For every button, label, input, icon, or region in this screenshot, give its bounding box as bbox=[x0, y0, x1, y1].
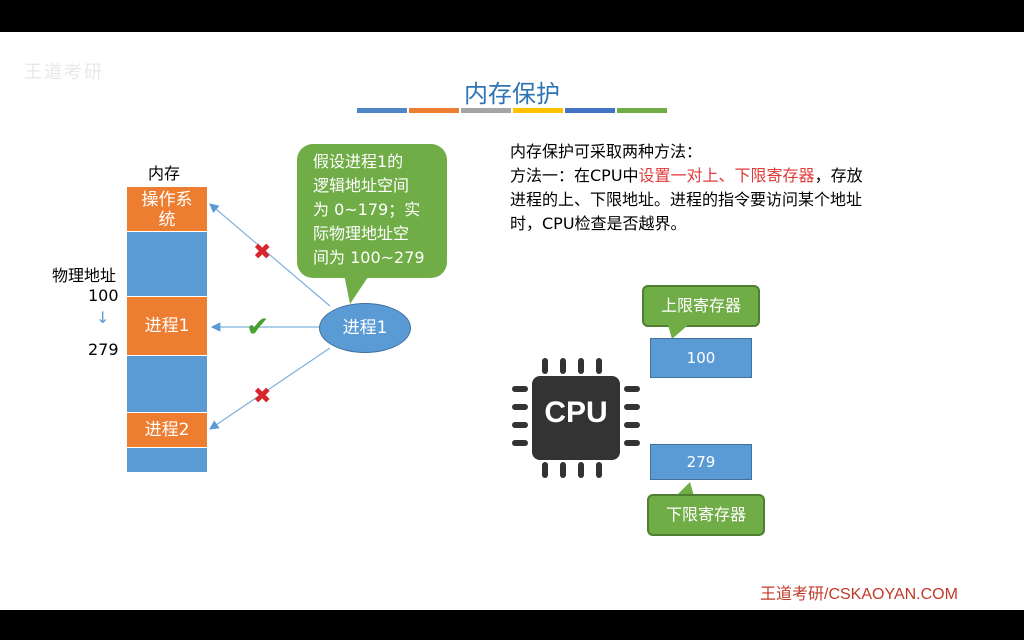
memory-column: 操作系 统 进程1 进程2 bbox=[127, 186, 207, 472]
memory-segment-free-1 bbox=[127, 232, 207, 296]
memory-label: 内存 bbox=[148, 164, 181, 183]
cpu-label: CPU bbox=[544, 396, 608, 429]
description-highlight: 设置一对上、下限寄存器 bbox=[638, 166, 815, 185]
arrow-to-os bbox=[209, 203, 331, 307]
allow-icon: ✔ bbox=[246, 310, 270, 343]
title-bar-segment bbox=[357, 108, 407, 113]
lower-register-tail bbox=[676, 482, 694, 496]
upper-register-tail bbox=[668, 325, 688, 339]
description-line-2-prefix: 方法一：在CPU中 bbox=[510, 166, 639, 185]
title-bar-segment bbox=[461, 108, 511, 113]
physical-address-arrow-icon: ↓ bbox=[96, 308, 110, 327]
memory-segment-process1: 进程1 bbox=[127, 296, 207, 356]
description-line-2: 方法一：在CPU中设置一对上、下限寄存器，存放 bbox=[510, 164, 950, 188]
cpu-chip-icon bbox=[512, 358, 640, 478]
memory-segment-os-line1: 操作系 bbox=[141, 190, 193, 210]
callout-line: 假设进程1的 bbox=[313, 152, 404, 171]
slide: 王道考研 内存保护 内存 操作系 统 进程1 进程2 物理地址 100 ↓ 27… bbox=[0, 32, 1024, 610]
watermark: 王道考研 bbox=[24, 62, 104, 83]
access-arrows bbox=[209, 203, 331, 430]
title-bar-segment bbox=[409, 108, 459, 113]
title-bar-segment bbox=[513, 108, 563, 113]
physical-address-label: 物理地址 bbox=[52, 266, 117, 285]
memory-segment-os-line2: 统 bbox=[158, 210, 176, 230]
deny-icon-top: ✖ bbox=[253, 240, 272, 265]
upper-register-value: 100 bbox=[650, 338, 752, 378]
title-bar-segment bbox=[617, 108, 667, 113]
callout-line: 为 0~179；实 bbox=[313, 200, 421, 219]
callout-line: 间为 100~279 bbox=[313, 248, 425, 267]
description-line-4: 时，CPU检查是否越界。 bbox=[510, 214, 687, 233]
memory-segment-process2: 进程2 bbox=[127, 412, 207, 448]
description-line-3: 进程的上、下限地址。进程的指令要访问某个地址 bbox=[510, 190, 863, 209]
physical-address-end: 279 bbox=[88, 340, 119, 359]
memory-segment-free-3 bbox=[127, 448, 207, 472]
description-line-2-suffix: ，存放 bbox=[814, 166, 863, 185]
physical-address-start: 100 bbox=[88, 286, 119, 305]
callout-line: 际物理地址空 bbox=[313, 224, 410, 243]
process-node: 进程1 bbox=[319, 303, 411, 353]
title-bar-segment bbox=[565, 108, 615, 113]
callout-tail bbox=[344, 274, 370, 304]
footer-brand: 王道考研/CSKAOYAN.COM bbox=[760, 586, 958, 603]
arrow-to-process2 bbox=[209, 347, 331, 430]
deny-icon-bottom: ✖ bbox=[253, 384, 272, 409]
description: 内存保护可采取两种方法： 方法一：在CPU中设置一对上、下限寄存器，存放 进程的… bbox=[510, 140, 950, 236]
process-node-label: 进程1 bbox=[342, 318, 388, 338]
callout-line: 逻辑地址空间 bbox=[313, 176, 410, 195]
upper-register-label: 上限寄存器 bbox=[642, 285, 760, 327]
memory-segment-free-2 bbox=[127, 356, 207, 412]
callout-bubble: 假设进程1的 逻辑地址空间 为 0~179；实 际物理地址空 间为 100~27… bbox=[297, 144, 447, 278]
lower-register-value: 279 bbox=[650, 444, 752, 480]
memory-segment-os: 操作系 统 bbox=[127, 186, 207, 232]
lower-register-label: 下限寄存器 bbox=[647, 494, 765, 536]
description-line-1: 内存保护可采取两种方法： bbox=[510, 142, 703, 161]
page-title: 内存保护 bbox=[464, 80, 560, 108]
